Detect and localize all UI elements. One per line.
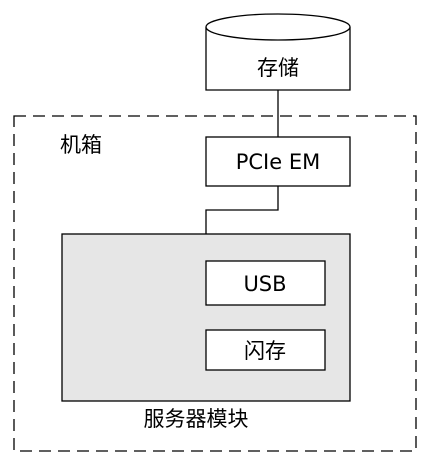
pcie-em-label: PCIe EM xyxy=(236,150,321,174)
flash-label: 闪存 xyxy=(244,339,286,363)
chassis-label: 机箱 xyxy=(60,133,102,157)
flash-box: 闪存 xyxy=(205,329,326,371)
server-module-label: 服务器模块 xyxy=(144,407,249,431)
pcie-to-module-connector xyxy=(205,186,279,234)
usb-box: USB xyxy=(205,260,326,306)
usb-label: USB xyxy=(243,272,286,296)
storage-label: 存储 xyxy=(257,56,299,80)
chassis-boundary xyxy=(13,115,417,452)
storage-cylinder: 存储 xyxy=(205,13,351,91)
server-module-box xyxy=(61,233,351,402)
pcie-em-box: PCIe EM xyxy=(205,136,351,187)
